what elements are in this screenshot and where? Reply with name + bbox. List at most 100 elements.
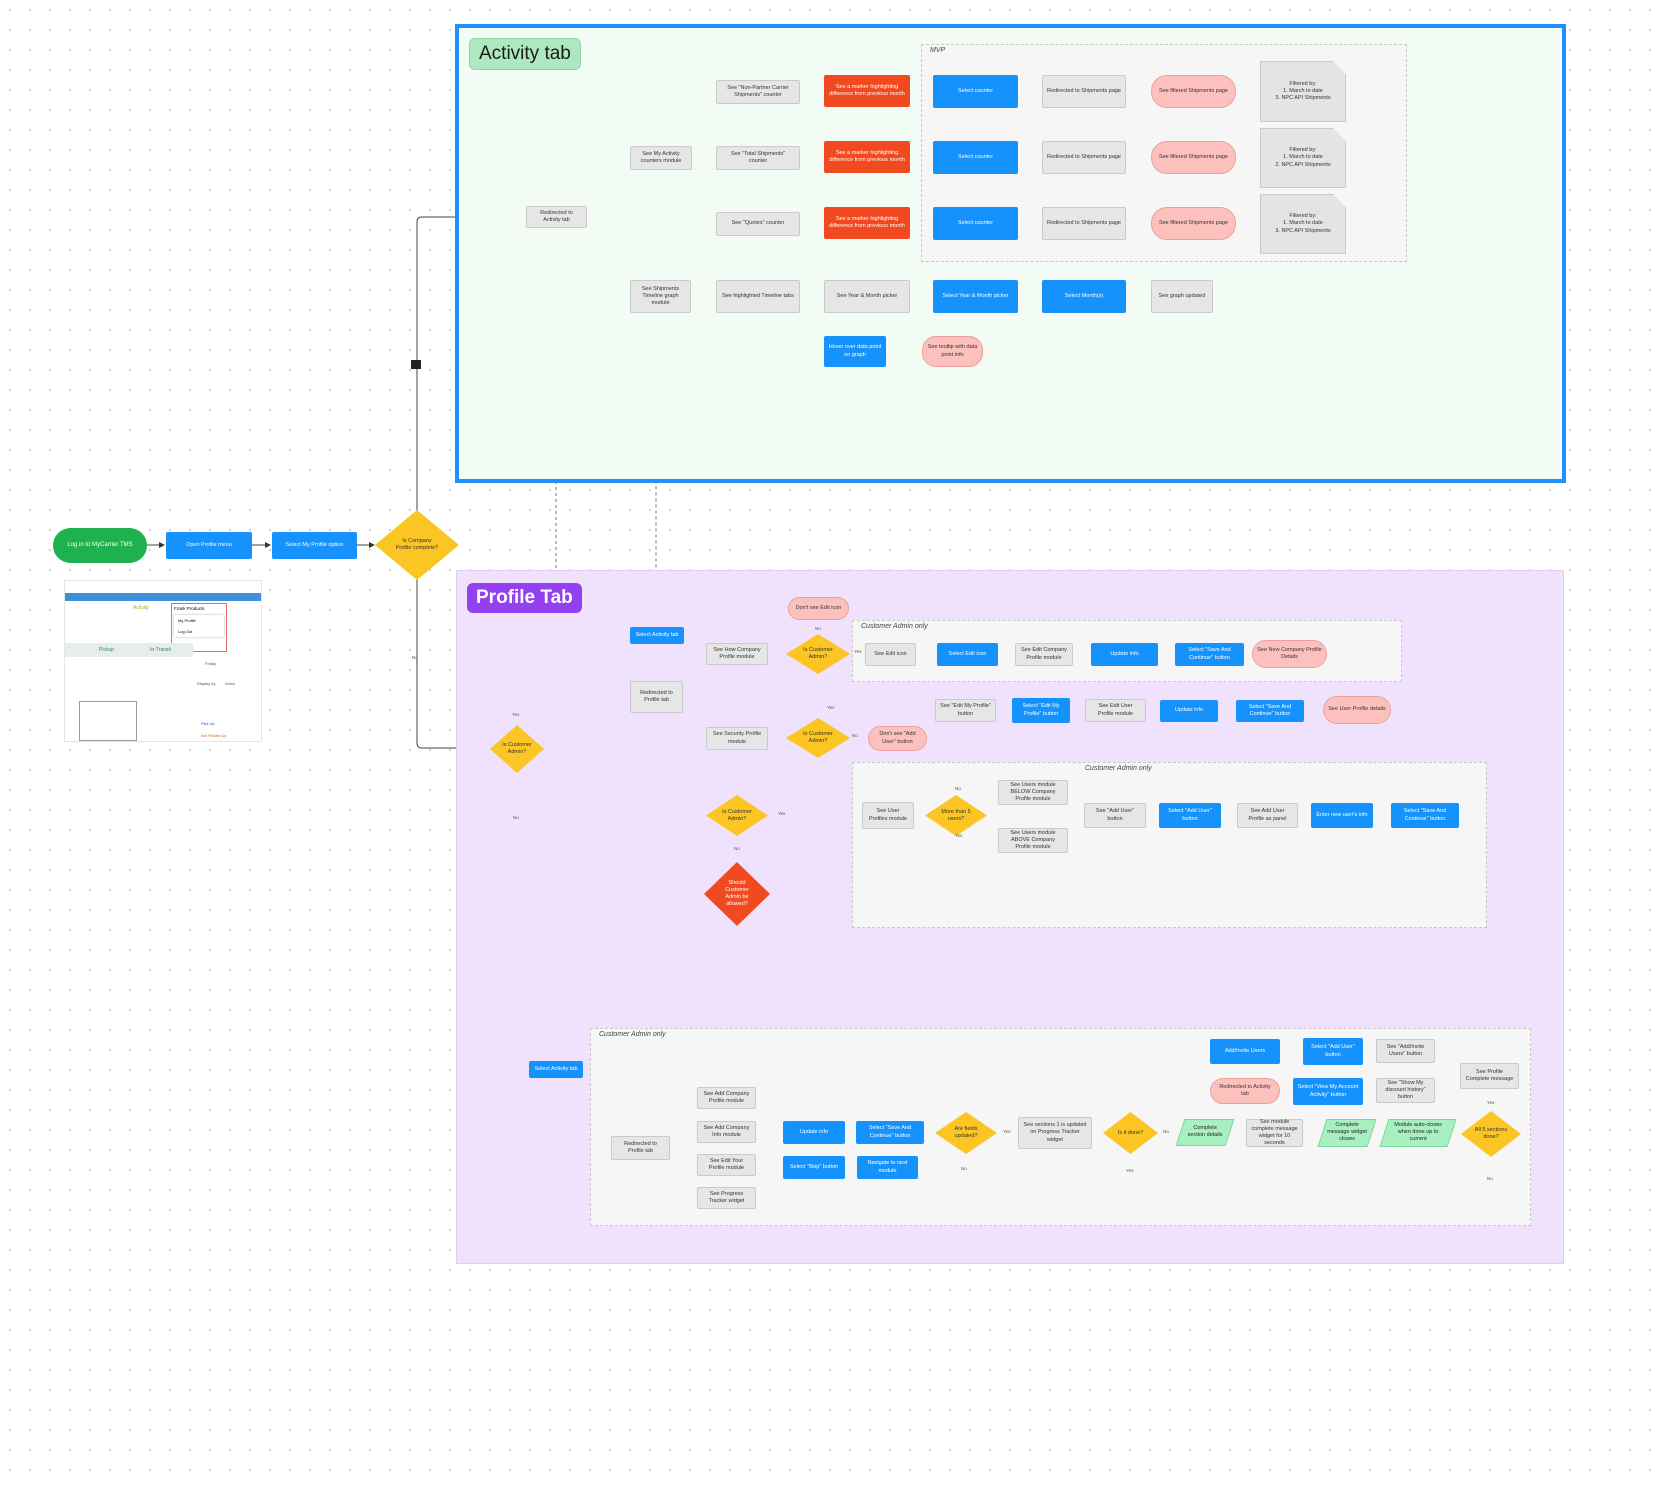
profile-complete-message-node[interactable]: See Profile Complete message	[1460, 1063, 1519, 1089]
marker-node-2[interactable]: See a marker highlighting difference fro…	[824, 141, 910, 173]
select-add-user-node[interactable]: Select "Add User" button	[1159, 803, 1221, 828]
more-than-5-decision[interactable]: More than 5 users?	[925, 795, 987, 836]
add-company-node[interactable]: See Add Company Profile module	[697, 1087, 756, 1109]
is-customer-admin-decision-top[interactable]: Is Customer Admin?	[490, 725, 544, 773]
progress-tracker-node[interactable]: See Progress Tracker widget	[697, 1187, 756, 1209]
select-counter-1[interactable]: Select counter	[933, 75, 1018, 108]
login-start-node[interactable]: Log in to MyCarrier TMS	[53, 528, 147, 563]
see-add-user-panel-node[interactable]: See Add User Profile as panel	[1237, 803, 1298, 828]
counter-quotes-node[interactable]: See "Quotes" counter	[716, 212, 800, 236]
see-add-invite-users-node[interactable]: See "Add/Invite Users" button	[1376, 1039, 1435, 1063]
is-it-done-decision[interactable]: Is it done?	[1103, 1112, 1158, 1154]
select-add-user-bottom[interactable]: Select "Add User" button	[1303, 1038, 1363, 1065]
select-view-history-node[interactable]: Select "View My Account Activity" button	[1293, 1078, 1363, 1105]
node-label: See Users module ABOVE Company Profile m…	[1010, 829, 1056, 851]
activity-tab-title: Activity tab	[469, 38, 581, 70]
company-profile-module-node[interactable]: See How Company Profile module	[706, 643, 768, 665]
message-closes-node[interactable]: Complete message widget closes	[1317, 1119, 1377, 1147]
enter-user-info-node[interactable]: Enter new user's info	[1311, 803, 1373, 828]
node-label: Select counter	[957, 153, 994, 160]
save-continue-node-1[interactable]: Select "Save And Continue" button	[1175, 643, 1244, 666]
select-edit-profile-node[interactable]: Select "Edit My Profile" button	[1012, 698, 1070, 723]
timeline-module-node[interactable]: See Shipments Timeline graph module	[630, 280, 691, 313]
update-info-bottom[interactable]: Update info	[783, 1121, 845, 1144]
tooltip-node[interactable]: See tooltip with data point info	[922, 336, 983, 367]
user-profiles-module-node[interactable]: See User Profiles module	[862, 802, 914, 829]
select-activity-tab-bottom[interactable]: Select Activity tab	[529, 1061, 583, 1078]
node-label: Select "View My Account Activity" button	[1297, 1084, 1359, 1098]
redirected-profile-node[interactable]: Redirected to Profile tab	[630, 681, 683, 713]
highlighted-timeline-node[interactable]: See highlighted Timeline tabs	[716, 280, 800, 313]
open-profile-menu-node[interactable]: Open Profile menu	[166, 532, 252, 559]
add-company-info-node[interactable]: See Add Company Info module	[697, 1121, 756, 1143]
navigate-next-node[interactable]: Navigate to next module	[857, 1156, 918, 1179]
redirected-shipments-1[interactable]: Redirected to Shipments page	[1042, 75, 1126, 108]
select-months-node[interactable]: Select Month(s)	[1042, 280, 1126, 313]
decision-label: Should Customer Admin be allowed?	[725, 880, 749, 907]
complete-section-node[interactable]: Complete section details	[1175, 1119, 1235, 1146]
fields-updated-decision[interactable]: Are fields updated?	[935, 1112, 997, 1154]
marker-node-1[interactable]: See a marker highlighting difference fro…	[824, 75, 910, 107]
node-label: See My Activity counters module	[640, 150, 682, 164]
see-edit-profile-node[interactable]: See "Edit My Profile" button	[935, 699, 996, 722]
filtered-shipments-3[interactable]: See filtered Shipments page	[1151, 207, 1236, 240]
select-my-profile-node[interactable]: Select My Profile option	[272, 532, 357, 559]
node-label: See Edit Company Profile module	[1021, 647, 1067, 661]
thumb-profile-selector: Frank Products	[174, 606, 205, 611]
filtered-shipments-2[interactable]: See filtered Shipments page	[1151, 141, 1236, 174]
should-customer-decision[interactable]: Should Customer Admin be allowed?	[704, 862, 770, 926]
see-edit-user-node[interactable]: See Edit User Profile module	[1085, 699, 1146, 722]
graph-updated-node[interactable]: See graph updated	[1151, 280, 1213, 313]
module-complete-message-node[interactable]: See module complete message widget for 1…	[1246, 1119, 1303, 1147]
see-below-node[interactable]: See Users module BELOW Company Profile m…	[998, 780, 1068, 805]
redirected-activity-node[interactable]: Redirected to Activity tab	[526, 206, 587, 228]
filtered-shipments-1[interactable]: See filtered Shipments page	[1151, 75, 1236, 108]
redirected-shipments-2[interactable]: Redirected to Shipments page	[1042, 141, 1126, 174]
year-month-picker-node[interactable]: See Year & Month picker	[824, 280, 910, 313]
counter-total-node[interactable]: See "Total Shipments" counter	[716, 146, 800, 170]
thumb-legend-pickup: Pick Up	[201, 721, 215, 726]
is-customer-admin-decision-1[interactable]: Is Customer Admin?	[786, 634, 850, 674]
company-profile-complete-decision[interactable]: Is Company Profile complete?	[375, 510, 459, 580]
add-invite-users-node[interactable]: Add/Invite Users	[1210, 1039, 1280, 1064]
see-above-node[interactable]: See Users module ABOVE Company Profile m…	[998, 828, 1068, 853]
see-add-user-node[interactable]: See "Add User" button	[1084, 803, 1146, 828]
is-customer-admin-decision-2[interactable]: Is Customer Admin?	[786, 718, 850, 758]
edit-profile-module-node[interactable]: See Edit Your Profile module	[697, 1154, 756, 1176]
thumb-header-bar	[65, 593, 261, 601]
counter-non-partner-node[interactable]: See "Non-Partner Carrier Shipments" coun…	[716, 80, 800, 104]
redirected-activity-bottom[interactable]: Redirected to Activity tab	[1210, 1078, 1280, 1104]
see-edit-company-node[interactable]: See Edit Company Profile module	[1015, 643, 1073, 666]
redirected-shipments-3[interactable]: Redirected to Shipments page	[1042, 207, 1126, 240]
marker-node-3[interactable]: See a marker highlighting difference fro…	[824, 207, 910, 239]
all-sections-done-decision[interactable]: All 5 sections done?	[1461, 1111, 1521, 1157]
see-new-company-node[interactable]: See New Company Profile Details	[1252, 640, 1327, 668]
sections-updated-node[interactable]: See sections 1 is updated on Progress Tr…	[1018, 1117, 1092, 1149]
see-edit-icon-node[interactable]: See Edit icon	[865, 643, 916, 666]
hover-data-point-node[interactable]: Hover over data point on graph	[824, 336, 886, 367]
filter-note-1: Filtered by: 1. March to date 3. NPC API…	[1260, 61, 1346, 122]
save-continue-bottom[interactable]: Select "Save And Continue" button	[856, 1121, 924, 1144]
counters-module-node[interactable]: See My Activity counters module	[630, 146, 692, 170]
save-continue-node-2[interactable]: Select "Save And Continue" button	[1236, 700, 1304, 722]
update-info-node-1[interactable]: Update info	[1091, 643, 1158, 666]
update-info-node-2[interactable]: Update info	[1160, 700, 1218, 722]
is-customer-admin-decision-3[interactable]: Is Customer Admin?	[706, 795, 768, 836]
select-skip-node[interactable]: Select "Skip" button	[783, 1156, 845, 1179]
select-year-month-node[interactable]: Select Year & Month picker	[933, 280, 1018, 313]
node-label: See Edit Your Profile module	[708, 1157, 745, 1171]
security-profile-module-node[interactable]: See Security Profile module	[706, 727, 768, 750]
dont-see-edit-node[interactable]: Don't see Edit icon	[788, 597, 849, 620]
select-counter-2[interactable]: Select counter	[933, 141, 1018, 174]
see-show-discount-node[interactable]: See "Show My discount history" button	[1376, 1078, 1435, 1103]
select-edit-icon-node[interactable]: Select Edit icon	[937, 643, 998, 666]
select-counter-3[interactable]: Select counter	[933, 207, 1018, 240]
redirected-profile-tab-node[interactable]: Redirected to Profile tab	[611, 1136, 670, 1160]
see-user-profile-node[interactable]: See User Profile details	[1323, 696, 1391, 724]
select-activity-tab-top[interactable]: Select Activity tab	[630, 627, 684, 644]
dont-see-add-user-node[interactable]: Don't see "Add User" button	[868, 726, 927, 751]
save-continue-node-3[interactable]: Select "Save And Continue" button	[1391, 803, 1459, 828]
login-label: Log in to MyCarrier TMS	[67, 541, 133, 548]
thumb-menu: My Profile Log Out	[174, 615, 224, 637]
module-auto-close-node[interactable]: Module auto-closes when done up to curre…	[1379, 1119, 1457, 1147]
